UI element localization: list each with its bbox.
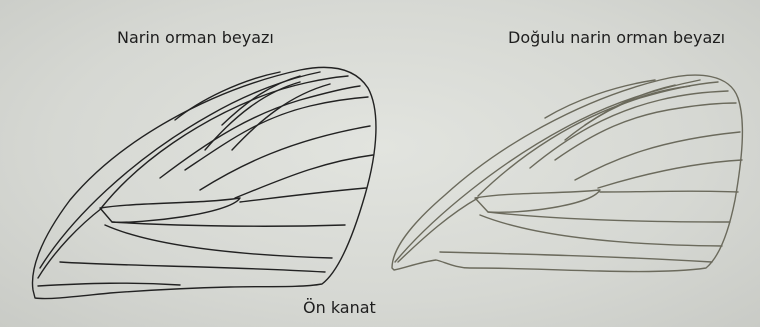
left-wing-vein-8	[105, 225, 332, 258]
right-wing-vein-9	[440, 252, 712, 262]
right-wing-costa	[395, 80, 700, 262]
right-wing-vein-5	[598, 160, 742, 188]
right-wing-outline	[392, 75, 742, 271]
right-forewing	[392, 75, 742, 271]
left-wing-cell	[100, 198, 240, 222]
left-wing-vein-7	[112, 222, 345, 226]
right-wing-streak-3	[585, 86, 690, 125]
left-wing-vein-1	[102, 76, 348, 207]
left-wing-streak-4	[232, 84, 330, 150]
left-wing-base-vein	[38, 208, 102, 278]
right-wing-vein-6	[600, 191, 738, 192]
left-wing-vein-9	[60, 262, 325, 272]
left-wing-costa	[40, 72, 320, 268]
left-wing-vein-5	[235, 155, 373, 198]
left-forewing	[32, 67, 375, 298]
right-wing-vein-1	[478, 82, 718, 196]
left-wing-vein-10	[38, 283, 180, 286]
left-wing-vein-6	[240, 188, 366, 202]
forewing-caption: Ön kanat	[303, 298, 376, 317]
left-wing-vein-4	[200, 126, 370, 190]
right-wing-vein-7	[488, 212, 730, 222]
right-wing-cell	[475, 190, 600, 212]
